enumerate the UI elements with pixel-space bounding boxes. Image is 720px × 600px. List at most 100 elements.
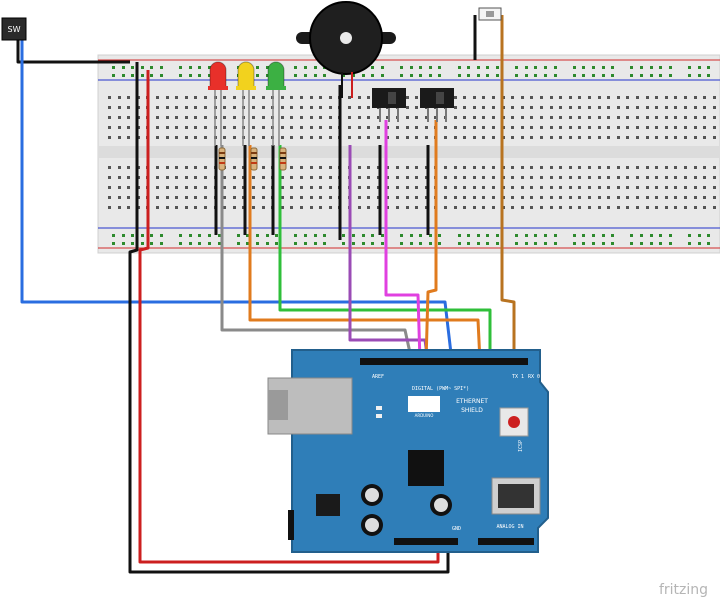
breadboard-hole (454, 196, 457, 199)
breadboard-hole (703, 106, 706, 109)
breadboard-hole (626, 196, 629, 199)
breadboard-hole (179, 66, 182, 69)
breadboard-hole (694, 116, 697, 119)
breadboard-hole (626, 116, 629, 119)
breadboard-hole (204, 186, 207, 189)
breadboard-hole (108, 186, 111, 189)
breadboard-hole (521, 106, 524, 109)
breadboard-hole (559, 206, 562, 209)
breadboard-hole (582, 242, 585, 245)
breadboard-hole (540, 126, 543, 129)
breadboard-hole (530, 186, 533, 189)
breadboard-hole (659, 234, 662, 237)
breadboard-hole (438, 74, 441, 77)
breadboard-hole (194, 126, 197, 129)
analog-header-label: ANALOG IN (496, 524, 523, 530)
breadboard-hole (486, 234, 489, 237)
breadboard-hole (713, 166, 716, 169)
breadboard-hole (175, 206, 178, 209)
breadboard-hole (626, 176, 629, 179)
breadboard-hole (204, 96, 207, 99)
breadboard-hole (521, 126, 524, 129)
breadboard-hole (156, 116, 159, 119)
breadboard-hole (486, 66, 489, 69)
breadboard-hole (640, 242, 643, 245)
breadboard-hole (419, 242, 422, 245)
breadboard-hole (223, 116, 226, 119)
breadboard-hole (655, 206, 658, 209)
breadboard-hole (569, 96, 572, 99)
breadboard-hole (492, 136, 495, 139)
breadboard-hole (655, 96, 658, 99)
breadboard-hole (630, 66, 633, 69)
breadboard-hole (684, 206, 687, 209)
analog-header (478, 538, 534, 545)
breadboard-hole (454, 166, 457, 169)
breadboard-hole (319, 96, 322, 99)
breadboard-hole (669, 66, 672, 69)
breadboard-hole (463, 136, 466, 139)
breadboard-hole (467, 74, 470, 77)
breadboard-hole (674, 106, 677, 109)
breadboard-hole (659, 66, 662, 69)
breadboard-hole (454, 126, 457, 129)
breadboard-hole (281, 176, 284, 179)
breadboard-hole (463, 196, 466, 199)
breadboard-hole (578, 206, 581, 209)
breadboard-hole (569, 176, 572, 179)
breadboard-hole (175, 116, 178, 119)
breadboard-hole (319, 106, 322, 109)
breadboard-hole (300, 176, 303, 179)
breadboard-hole (492, 206, 495, 209)
breadboard-hole (156, 106, 159, 109)
breadboard-hole (329, 176, 332, 179)
breadboard-hole (410, 74, 413, 77)
icsp-label: ICSP (518, 440, 524, 452)
breadboard-hole (127, 166, 130, 169)
breadboard-hole (381, 74, 384, 77)
breadboard-hole (534, 66, 537, 69)
breadboard-hole (425, 116, 428, 119)
breadboard-hole (521, 136, 524, 139)
breadboard-hole (208, 74, 211, 77)
breadboard-hole (684, 126, 687, 129)
breadboard-hole (281, 116, 284, 119)
breadboard-hole (511, 196, 514, 199)
breadboard-hole (185, 126, 188, 129)
power-header (394, 538, 458, 545)
breadboard-hole (582, 234, 585, 237)
breadboard-hole (713, 96, 716, 99)
breadboard-hole (646, 186, 649, 189)
breadboard-hole (482, 196, 485, 199)
breadboard-hole (569, 136, 572, 139)
breadboard-hole (694, 196, 697, 199)
wire-orange (248, 145, 482, 363)
breadboard-hole (550, 116, 553, 119)
breadboard-hole (358, 96, 361, 99)
breadboard-hole (179, 234, 182, 237)
breadboard-hole (665, 196, 668, 199)
breadboard-hole (166, 176, 169, 179)
breadboard-hole (611, 234, 614, 237)
breadboard-hole (310, 116, 313, 119)
wire-5v-to-board (138, 70, 440, 564)
gnd-label: GND (452, 526, 461, 532)
breadboard-hole (588, 166, 591, 169)
breadboard-hole (650, 242, 653, 245)
breadboard-hole (530, 136, 533, 139)
breadboard-hole (122, 242, 125, 245)
breadboard-hole (588, 96, 591, 99)
breadboard-hole (419, 66, 422, 69)
breadboard-hole (559, 96, 562, 99)
breadboard-hole (640, 74, 643, 77)
breadboard-hole (156, 166, 159, 169)
breadboard-hole (550, 206, 553, 209)
breadboard-hole (156, 96, 159, 99)
breadboard-hole (319, 116, 322, 119)
breadboard-hole (636, 126, 639, 129)
breadboard-hole (646, 176, 649, 179)
breadboard-hole (406, 166, 409, 169)
breadboard-hole (559, 136, 562, 139)
breadboard-hole (410, 234, 413, 237)
breadboard-hole (646, 136, 649, 139)
